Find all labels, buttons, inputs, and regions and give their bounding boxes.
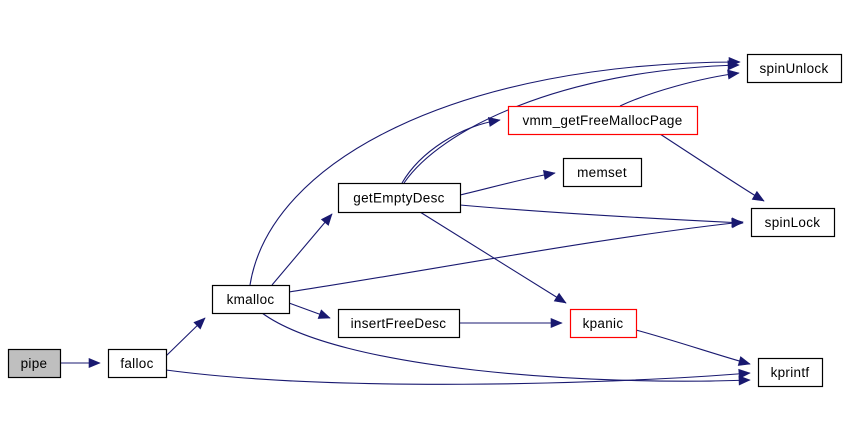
arrowhead-icon [550, 317, 563, 329]
node-label: getEmptyDesc [353, 191, 444, 206]
graph-node-insertFreeDesc[interactable]: insertFreeDesc [337, 308, 461, 339]
arrowhead-icon [751, 190, 765, 202]
node-box[interactable] [757, 357, 824, 388]
node-label: spinLock [765, 215, 821, 230]
arrowhead-icon [738, 375, 751, 386]
call-edge-kmalloc-to-getEmptyDesc [271, 213, 333, 286]
node-label: kmalloc [227, 292, 275, 307]
node-label: falloc [120, 356, 153, 371]
call-edge-insertFreeDesc-to-kpanic [459, 317, 563, 329]
call-edge-kpanic-to-kprintf [635, 329, 751, 366]
edge-line [459, 204, 744, 224]
arrowhead-icon [553, 292, 567, 304]
edge-line [635, 329, 751, 365]
node-label: kprintf [771, 365, 810, 380]
call-edge-falloc-to-kprintf [165, 368, 751, 385]
arrowhead-icon [193, 317, 206, 330]
arrowhead-icon [738, 368, 751, 379]
arrowhead-icon [727, 60, 740, 71]
edge-line [459, 172, 556, 196]
node-box[interactable] [562, 157, 643, 188]
nodes-layer: pipe falloc kmalloc getEmptyDesc insertFreeD… [7, 53, 843, 388]
node-box[interactable] [507, 105, 699, 136]
arrowhead-icon [317, 309, 331, 319]
edge-line [249, 61, 741, 286]
graph-node-spinUnlock[interactable]: spinUnlock [746, 53, 843, 84]
call-edge-getEmptyDesc-to-spinLock [459, 204, 744, 228]
edge-line [261, 312, 751, 382]
call-edge-kmalloc-to-kprintf [261, 312, 751, 386]
call-edge-kmalloc-to-spinUnlock [249, 56, 741, 286]
edge-line [619, 72, 740, 107]
graph-node-falloc[interactable]: falloc [107, 348, 168, 379]
node-box[interactable] [107, 348, 168, 379]
edge-line [419, 211, 567, 304]
node-box[interactable] [337, 182, 462, 214]
arrowhead-icon [727, 69, 740, 80]
node-label: spinUnlock [759, 61, 828, 76]
call-edge-getEmptyDesc-to-kpanic [419, 211, 567, 304]
call-edge-kmalloc-to-spinLock [288, 218, 744, 293]
graph-node-pipe[interactable]: pipe [7, 348, 62, 379]
node-box[interactable] [337, 308, 461, 339]
node-label: kpanic [583, 316, 624, 331]
arrowhead-icon [731, 217, 744, 228]
edge-line [271, 213, 333, 286]
call-edge-vmm_getFreeMallocPage-to-spinUnlock [619, 69, 740, 107]
edges-layer [60, 56, 765, 386]
graph-node-kpanic[interactable]: kpanic [569, 308, 638, 339]
graph-node-memset[interactable]: memset [562, 157, 643, 188]
node-label: insertFreeDesc [351, 316, 447, 331]
graph-node-kprintf[interactable]: kprintf [757, 357, 824, 388]
arrowhead-icon [320, 213, 333, 226]
node-label: vmm_getFreeMallocPage [522, 113, 682, 128]
arrowhead-icon [88, 357, 101, 369]
graph-node-vmm_getFreeMallocPage[interactable]: vmm_getFreeMallocPage [507, 105, 699, 136]
edge-line [401, 119, 501, 184]
graph-node-getEmptyDesc[interactable]: getEmptyDesc [337, 182, 462, 214]
edge-line [165, 369, 751, 385]
graph-node-kmalloc[interactable]: kmalloc [211, 284, 291, 315]
arrowhead-icon [487, 116, 501, 127]
arrowhead-icon [737, 356, 751, 366]
node-box[interactable] [7, 348, 62, 379]
edge-line [288, 221, 744, 293]
node-label: pipe [21, 356, 48, 371]
node-box[interactable] [750, 207, 836, 238]
node-box[interactable] [569, 308, 638, 339]
call-edge-vmm_getFreeMallocPage-to-spinLock [659, 133, 765, 202]
graph-node-spinLock[interactable]: spinLock [750, 207, 836, 238]
node-label: memset [577, 165, 627, 180]
node-box[interactable] [211, 284, 291, 315]
call-edge-getEmptyDesc-to-vmm_getFreeMallocPage [401, 116, 501, 184]
call-edge-kmalloc-to-insertFreeDesc [288, 302, 331, 319]
call-edge-pipe-to-falloc [60, 357, 101, 369]
edge-line [659, 133, 765, 202]
arrowhead-icon [542, 169, 556, 180]
call-edge-falloc-to-kmalloc [165, 317, 206, 357]
call-edge-getEmptyDesc-to-memset [459, 169, 556, 196]
node-box[interactable] [746, 53, 843, 84]
